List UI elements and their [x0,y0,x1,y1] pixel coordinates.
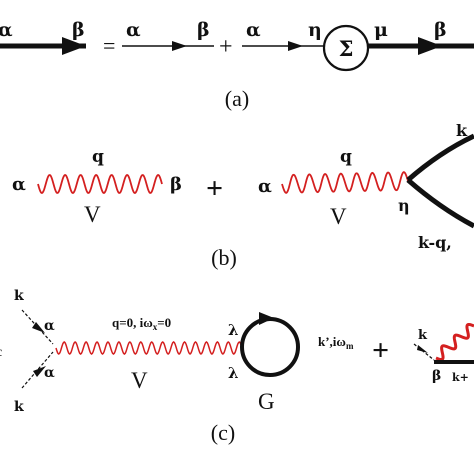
c-k-top: k [14,288,24,304]
bare-propagator-arrow [172,41,187,51]
caption-a: (a) [225,86,249,111]
c-alpha-top: α [44,318,55,334]
photon-line-3 [55,341,243,355]
a-t2-eta: η [308,19,322,41]
c-k-bottom: k [14,399,24,415]
a-equals: = [103,33,115,58]
b-loop-kq: k-q, [418,233,452,252]
dressed-line-after-sigma-arrow [418,37,442,55]
photon-line-4 [435,322,474,362]
b-w2-alpha: α [258,176,272,197]
b-loop-k: k [456,121,468,140]
c-wave-label: q=0, iωx=0 [112,315,171,332]
a-t2-mu: μ [374,19,388,41]
c-g: G [258,389,275,414]
caption-b: (b) [211,245,237,270]
a-plus: + [219,34,233,60]
a-lhs-alpha: α [0,19,13,41]
tadpole-loop-arrow [259,312,274,325]
panel-a: α β = α β + α η Σ μ β (a) [0,19,474,111]
c-right-kplus: k+ [452,371,469,384]
panel-b: q α β V + q α V η k k-q, (b) [12,121,474,270]
c-fermion-top [21,309,54,345]
c-plus: + [372,334,389,367]
c-right-fermion-arrow [417,345,428,353]
c-loop-label: k’,iωm [318,334,354,351]
caption-c: (c) [211,420,235,445]
c-right-fermion-in [413,343,435,361]
c-fermion-bottom-arrow [33,366,46,377]
c-fermion-bottom [21,351,54,389]
b-w2-v: V [330,204,347,229]
c-v: V [131,368,148,393]
bubble-upper-line [406,133,474,182]
a-t2-beta: β [434,19,447,41]
panel-c: c k k α α q=0, iωx=0 V λ λ k’,iωm G + k … [0,288,474,445]
b-w2-q: q [340,147,352,167]
photon-line-2 [281,171,409,194]
c-lambda-bottom: λ [228,364,239,382]
b-w1-alpha: α [12,174,26,195]
c-lambda-top: λ [228,321,239,339]
c-right-beta: β [432,368,441,384]
c-fermion-top-arrow [32,322,45,333]
photon-line-1 [37,174,163,194]
a-t1-alpha: α [126,19,141,41]
a-lhs-beta: β [72,19,85,41]
b-w1-beta: β [170,174,182,195]
a-t1-beta: β [197,19,210,41]
b-w1-v: V [84,202,101,227]
a-t2-alpha: α [246,19,261,41]
dressed-propagator-arrow [62,37,86,55]
bare-line-arrow [288,41,303,51]
b-plus: + [206,172,223,205]
c-alpha-bottom: α [44,365,55,381]
c-right-k: k [418,328,428,343]
b-w2-eta: η [398,196,410,215]
bubble-lower-line [406,178,474,229]
c-left-edge-letter: c [0,345,2,360]
sigma-symbol: Σ [339,36,354,61]
b-w1-q: q [92,147,104,167]
tadpole-loop [240,317,300,377]
